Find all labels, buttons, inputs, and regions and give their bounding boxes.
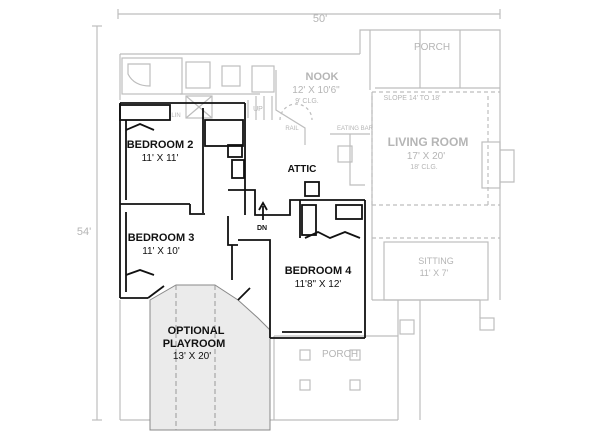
playroom-area [149,284,271,431]
up-label: UP [253,106,263,113]
lower-floor-outline [92,9,515,421]
bedroom-3-size: 11' X 10' [142,246,180,257]
playroom-label-line2: PLAYROOM [163,338,226,350]
eating-bar-label: EATING BAR [337,126,374,132]
bedroom-4-size: 11'8" X 12' [295,279,342,290]
sitting-size: 11' X 7' [420,268,449,278]
porch-top-label: PORCH [414,42,450,53]
lin-label: LIN [171,113,180,119]
bedroom-3-label: BEDROOM 3 [128,232,195,244]
bedroom-2-size: 11' X 11' [142,153,179,164]
playroom-label-line1: OPTIONAL [168,325,225,337]
rail-label: RAIL [285,126,299,132]
living-room-size: 17' X 20' [407,151,445,162]
dn-label: DN [257,225,267,232]
porch-bottom-label: PORCH [322,349,358,360]
slope-label: SLOPE 14' TO 18' [384,95,441,102]
nook-note: 9' CLG. [295,98,319,105]
depth-dimension: 54' [77,226,91,238]
nook-label: NOOK [306,71,339,83]
upper-floor-walls [119,102,366,339]
living-room-note: 18' CLG. [410,164,437,171]
width-dimension: 50' [313,13,327,25]
bedroom-4-label: BEDROOM 4 [285,265,353,277]
playroom-size: 13' X 20' [173,351,211,362]
attic-label: ATTIC [288,164,317,175]
sitting-label: SITTING [418,256,454,266]
nook-size: 12' X 10'6" [292,85,340,96]
living-room-label: LIVING ROOM [388,135,469,149]
bedroom-2-label: BEDROOM 2 [127,139,194,151]
